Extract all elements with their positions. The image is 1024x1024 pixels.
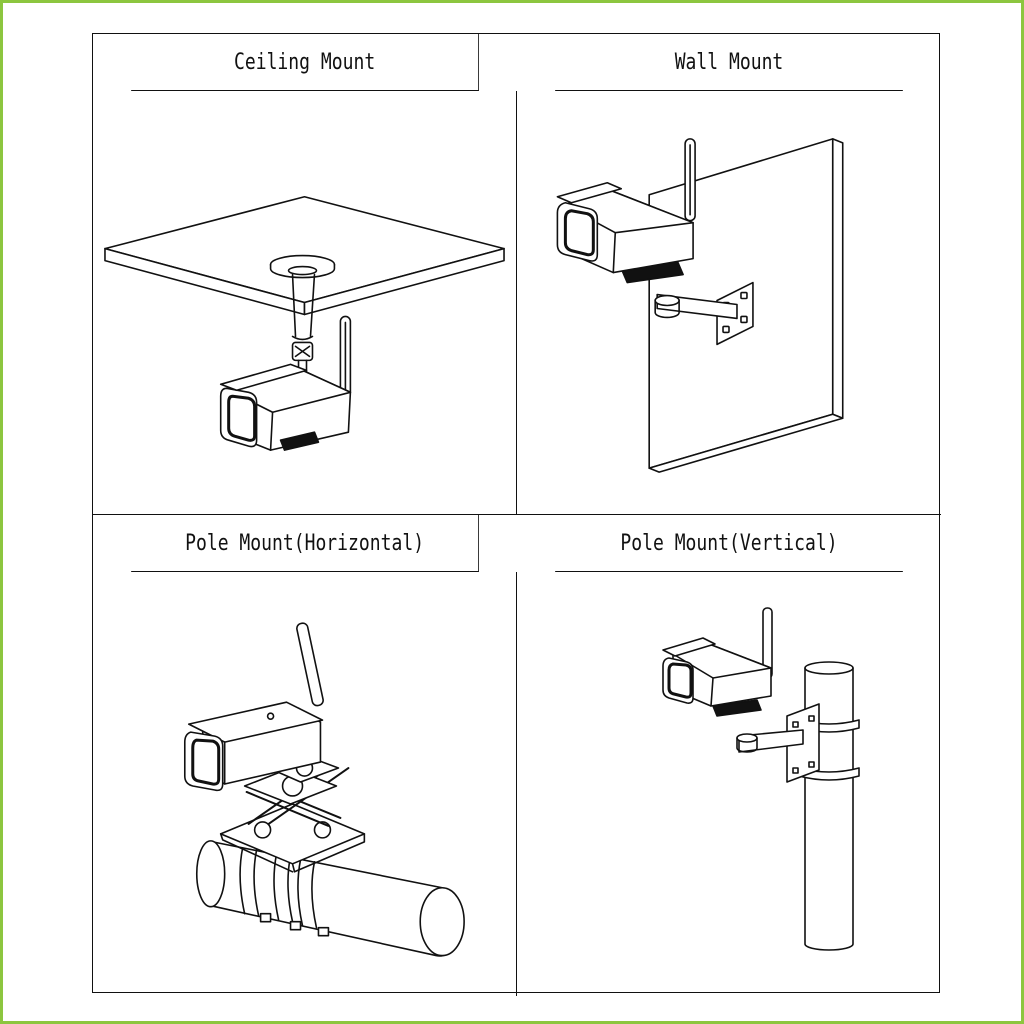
ceiling-mount-illustration [93, 91, 516, 514]
ceiling-mount-panel [93, 91, 517, 515]
pole-horizontal-mount-title: Pole Mount(Horizontal) [131, 515, 479, 572]
pole-vertical-mount-title: Pole Mount(Vertical) [555, 515, 903, 572]
pole-horizontal-mount-panel [93, 572, 517, 996]
pole-vertical-mount-illustration [517, 572, 941, 996]
mount-options-table: Ceiling Mount Wall Mount [92, 33, 941, 996]
wall-mount-illustration [517, 91, 941, 514]
pole-vertical-mount-panel [517, 572, 941, 996]
wall-mount-panel [517, 91, 941, 515]
wall-mount-title: Wall Mount [555, 34, 903, 91]
ceiling-mount-title: Ceiling Mount [131, 34, 479, 91]
pole-horizontal-mount-illustration [93, 572, 516, 996]
